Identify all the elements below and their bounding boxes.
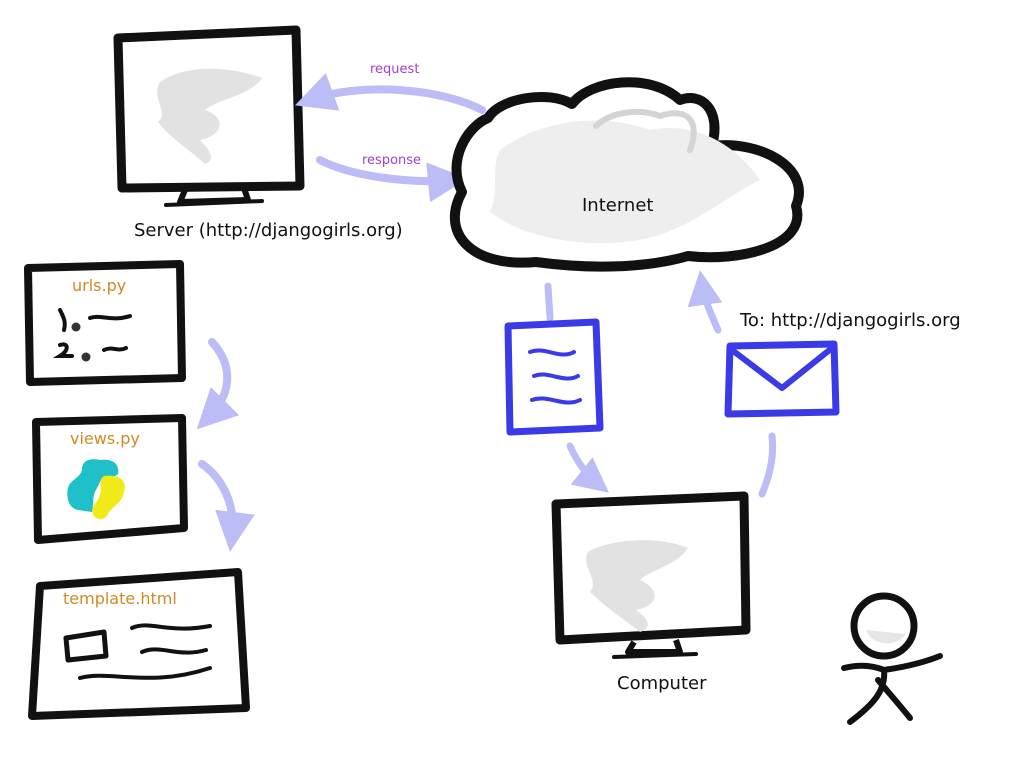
template-image-placeholder bbox=[63, 629, 109, 663]
urls-bullet bbox=[81, 352, 91, 362]
python-logo-icon bbox=[67, 459, 125, 520]
envelope-to-internet-arrow bbox=[687, 270, 723, 334]
computer-to-envelope-line bbox=[758, 432, 777, 498]
urls-to-views-arrow bbox=[196, 338, 240, 430]
views-to-template-arrow bbox=[198, 460, 255, 552]
views-file-label: views.py bbox=[70, 429, 140, 448]
envelope-address-label: To: http://djangogirls.org bbox=[740, 310, 961, 331]
urls-file-label: urls.py bbox=[72, 276, 127, 295]
request-label: request bbox=[370, 62, 420, 77]
internet-to-document-line bbox=[544, 282, 554, 322]
computer-screen-smoke bbox=[586, 540, 688, 632]
urls-file-box bbox=[24, 260, 186, 386]
document-to-computer-arrow bbox=[566, 442, 609, 493]
computer-label: Computer bbox=[617, 673, 707, 694]
response-arrow bbox=[316, 156, 468, 203]
server-screen-smoke bbox=[157, 68, 262, 164]
internet-cloud bbox=[449, 77, 804, 272]
server-monitor bbox=[113, 25, 305, 207]
person-icon bbox=[841, 592, 943, 725]
internet-label: Internet bbox=[582, 195, 654, 216]
urls-bullet bbox=[71, 322, 81, 332]
views-file-box bbox=[32, 414, 188, 544]
document-icon bbox=[504, 318, 604, 436]
server-label: Server (http://djangogirls.org) bbox=[134, 220, 403, 241]
envelope-icon bbox=[724, 340, 840, 418]
request-arrow bbox=[294, 73, 486, 114]
template-file-box bbox=[28, 568, 250, 720]
response-label: response bbox=[362, 153, 422, 168]
template-file-label: template.html bbox=[63, 589, 177, 608]
computer-monitor bbox=[551, 491, 751, 659]
